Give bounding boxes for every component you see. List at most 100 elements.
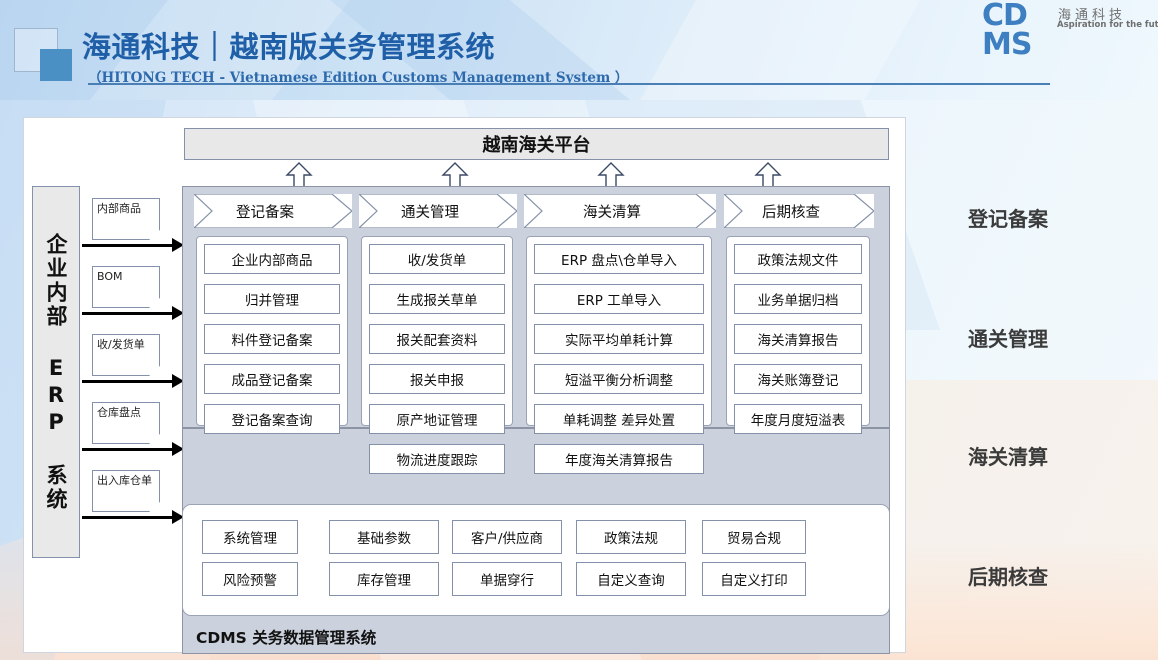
common-module-label: 系统管理 (223, 531, 277, 547)
title-divider (88, 83, 1050, 85)
process-module-label: 归并管理 (245, 293, 299, 309)
erp-flow-arrow-line (82, 448, 174, 451)
process-module-label: 物流进度跟踪 (396, 453, 478, 469)
erp-note-label: 仓库盘点 (97, 406, 141, 419)
chevron-shape-icon (524, 194, 716, 228)
customs-platform-label: 越南海关平台 (482, 135, 591, 156)
page-subtitle: （HITONG TECH - Vietnamese Edition Custom… (88, 70, 629, 86)
erp-note-card: 仓库盘点 (92, 402, 160, 444)
erp-flow-arrow-line (82, 312, 174, 315)
common-module-item[interactable]: 风险预警 (202, 562, 298, 596)
process-module-item[interactable]: 物流进度跟踪 (369, 444, 505, 474)
process-module-item[interactable]: 收/发货单 (369, 244, 505, 274)
common-module-item[interactable]: 政策法规 (576, 520, 686, 554)
process-stage-label: 通关管理 (401, 204, 459, 221)
process-stage-header[interactable]: 登记备案 (194, 194, 352, 228)
erp-flow-arrow-line (82, 380, 174, 383)
erp-flow-arrow-line (82, 244, 174, 247)
erp-flow-arrow-head (172, 510, 184, 524)
process-module-item[interactable]: 实际平均单耗计算 (534, 324, 704, 354)
common-module-item[interactable]: 系统管理 (202, 520, 298, 554)
erp-note-label: 内部商品 (97, 202, 141, 215)
erp-system-column: 企业内部 ERP 系统 (32, 186, 80, 558)
erp-flow-arrow-head (172, 306, 184, 320)
brand-name-cn: 海通科技 (1058, 8, 1127, 23)
process-module-item[interactable]: 企业内部商品 (204, 244, 340, 274)
common-module-item[interactable]: 贸易合规 (702, 520, 806, 554)
process-module-label: 海关清算报告 (757, 333, 839, 349)
chevron-shape-icon (359, 194, 517, 228)
stage-label-clearance: 通关管理 (968, 327, 1048, 351)
common-module-item[interactable]: 库存管理 (329, 562, 439, 596)
process-module-label: 收/发货单 (407, 253, 467, 269)
common-module-label: 政策法规 (604, 531, 658, 547)
process-module-label: 单耗调整 差异处置 (562, 413, 676, 429)
process-module-label: 报关申报 (410, 373, 464, 389)
erp-note-card: 内部商品 (92, 198, 160, 240)
process-module-label: 原产地证管理 (396, 413, 478, 429)
common-module-item[interactable]: 客户/供应商 (452, 520, 562, 554)
common-module-label: 基础参数 (357, 531, 411, 547)
process-module-item[interactable]: 海关清算报告 (734, 324, 862, 354)
process-module-label: 企业内部商品 (231, 253, 313, 269)
process-module-item[interactable]: ERP 盘点\仓单导入 (534, 244, 704, 274)
process-module-item[interactable]: 登记备案查询 (204, 404, 340, 434)
erp-system-label: 企业内部 ERP 系统 (44, 232, 69, 512)
process-module-label: ERP 盘点\仓单导入 (561, 253, 677, 269)
process-module-item[interactable]: 料件登记备案 (204, 324, 340, 354)
process-module-item[interactable]: 海关账簿登记 (734, 364, 862, 394)
erp-note-label: 出入库仓单 (97, 474, 152, 487)
process-module-item[interactable]: 年度海关清算报告 (534, 444, 704, 474)
erp-flow-arrow-head (172, 374, 184, 388)
process-module-item[interactable]: 生成报关草单 (369, 284, 505, 314)
process-module-label: 业务单据归档 (757, 293, 839, 309)
process-module-item[interactable]: 单耗调整 差异处置 (534, 404, 704, 434)
process-module-label: ERP 工单导入 (576, 293, 662, 309)
process-stage-header[interactable]: 通关管理 (359, 194, 517, 228)
erp-note-card: 收/发货单 (92, 334, 160, 376)
common-module-label: 单据穿行 (480, 573, 534, 589)
process-module-item[interactable]: 业务单据归档 (734, 284, 862, 314)
erp-flow-arrow-head (172, 442, 184, 456)
process-module-label: 成品登记备案 (231, 373, 313, 389)
process-module-item[interactable]: 报关申报 (369, 364, 505, 394)
process-module-label: 年度海关清算报告 (565, 453, 673, 469)
erp-note-card: 出入库仓单 (92, 470, 160, 512)
erp-note-label: BOM (97, 270, 123, 283)
process-module-label: 短溢平衡分析调整 (565, 373, 673, 389)
process-stage-header[interactable]: 后期核查 (724, 194, 874, 228)
common-module-label: 库存管理 (357, 573, 411, 589)
process-module-label: 政策法规文件 (757, 253, 839, 269)
process-module-item[interactable]: 政策法规文件 (734, 244, 862, 274)
process-stage-header[interactable]: 海关清算 (524, 194, 716, 228)
process-module-item[interactable]: 归并管理 (204, 284, 340, 314)
process-module-item[interactable]: ERP 工单导入 (534, 284, 704, 314)
common-module-label: 风险预警 (223, 573, 277, 589)
process-module-label: 实际平均单耗计算 (565, 333, 673, 349)
process-module-item[interactable]: 成品登记备案 (204, 364, 340, 394)
erp-note-label: 收/发货单 (97, 338, 145, 351)
chevron-shape-icon (724, 194, 874, 228)
process-module-label: 生成报关草单 (396, 293, 478, 309)
erp-flow-arrow-head (172, 238, 184, 252)
process-module-item[interactable]: 报关配套资料 (369, 324, 505, 354)
process-module-item[interactable]: 原产地证管理 (369, 404, 505, 434)
process-stage-label: 海关清算 (583, 204, 641, 221)
common-module-label: 贸易合规 (727, 531, 781, 547)
process-module-label: 报关配套资料 (396, 333, 478, 349)
erp-flow-arrow-line (82, 516, 174, 519)
process-module-item[interactable]: 短溢平衡分析调整 (534, 364, 704, 394)
common-module-label: 客户/供应商 (470, 531, 544, 547)
cdms-caption: CDMS 关务数据管理系统 (196, 629, 377, 647)
common-module-item[interactable]: 自定义打印 (702, 562, 806, 596)
common-module-item[interactable]: 单据穿行 (452, 562, 562, 596)
common-module-item[interactable]: 基础参数 (329, 520, 439, 554)
process-module-item[interactable]: 年度月度短溢表 (734, 404, 862, 434)
header-polygon-3 (640, 0, 920, 100)
common-module-item[interactable]: 自定义查询 (576, 562, 686, 596)
erp-note-card: BOM (92, 266, 160, 308)
customs-platform-bar: 越南海关平台 (184, 128, 889, 160)
process-stage-label: 后期核查 (762, 204, 820, 221)
process-module-label: 登记备案查询 (231, 413, 313, 429)
